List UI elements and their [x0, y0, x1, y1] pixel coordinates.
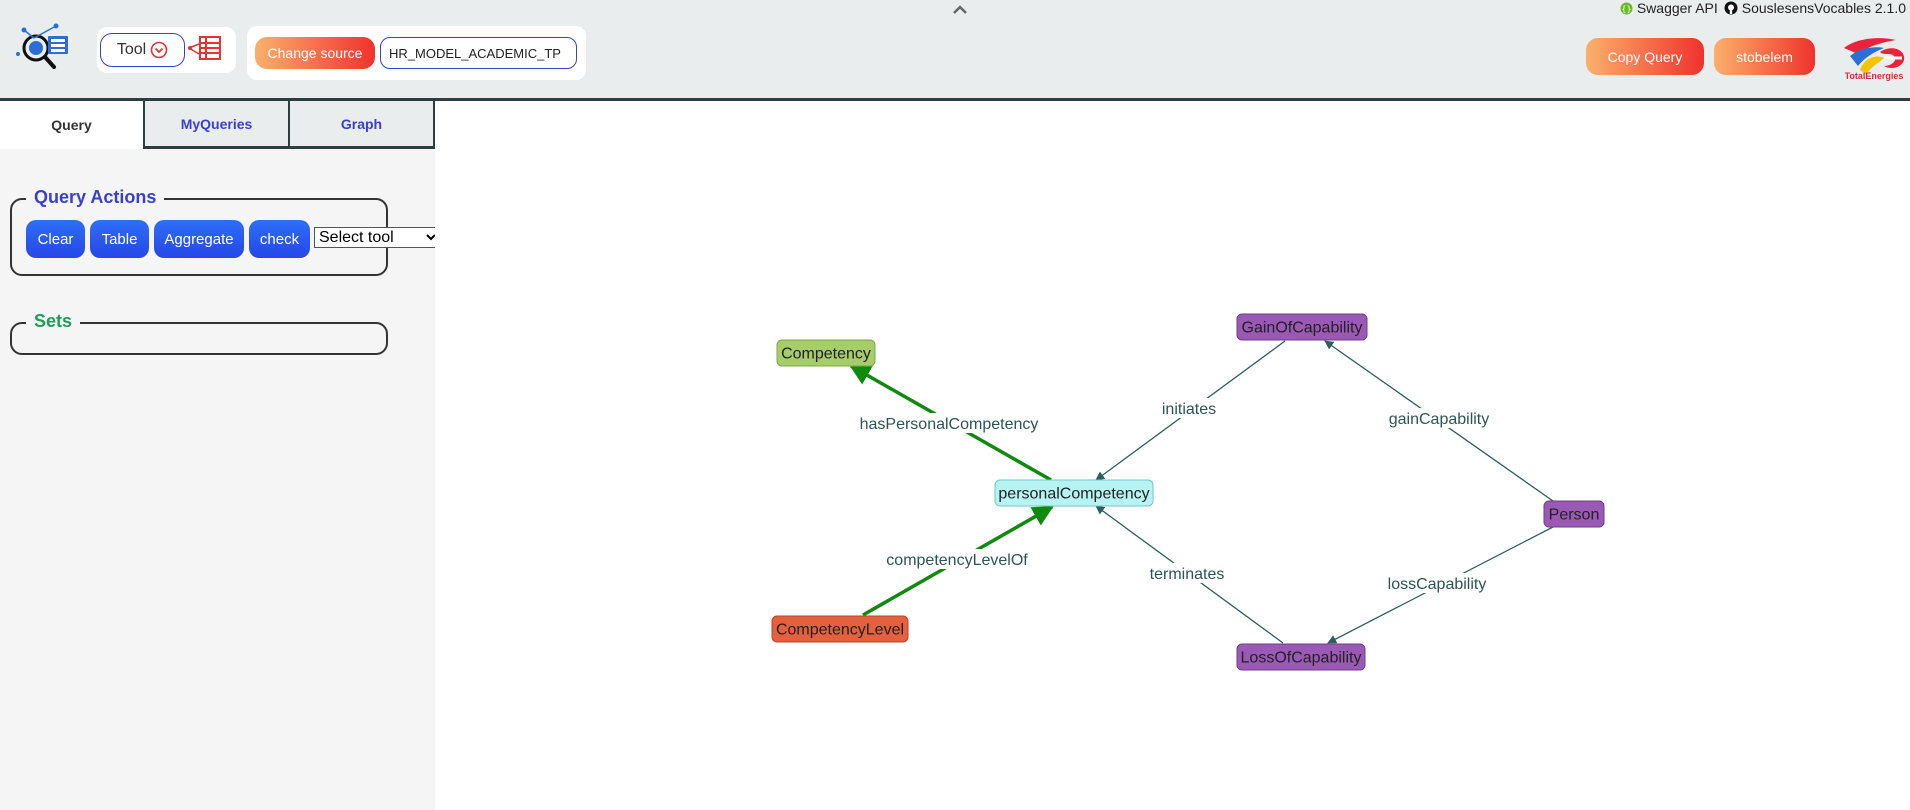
edge-label-background [1374, 573, 1500, 593]
clear-button[interactable]: Clear [26, 220, 85, 258]
query-graph[interactable]: hasPersonalCompetency competencyLevelOf in… [435, 101, 1910, 810]
top-links: {} Swagger API SouslesensVocables 2.1.0 [1620, 0, 1906, 16]
left-panel: Query MyQueries Graph Query Actions Clea… [0, 101, 440, 810]
user-button[interactable]: stobelem [1714, 38, 1815, 75]
node-lossOfCapability[interactable]: LossOfCapability [1236, 643, 1366, 671]
node-box[interactable] [771, 615, 909, 643]
node-label-person: Person [1549, 507, 1600, 524]
edge-label-terminates[interactable]: terminates [1150, 566, 1225, 583]
node-label-gainOfCapability: GainOfCapability [1242, 320, 1363, 337]
tool-dropdown-label: Tool [116, 41, 147, 58]
edge-label-hasPersonalCompetency[interactable]: hasPersonalCompetency [860, 416, 1039, 433]
tab-myqueries[interactable]: MyQueries [145, 101, 290, 149]
node-box[interactable] [994, 479, 1154, 507]
node-person[interactable]: Person [1543, 500, 1605, 528]
node-box[interactable] [1543, 500, 1605, 528]
sets-panel: Sets [10, 311, 388, 355]
chevron-up-icon[interactable] [952, 2, 968, 16]
edge-label-background [881, 549, 1033, 569]
github-icon [1724, 1, 1738, 15]
node-gainOfCapability[interactable]: GainOfCapability [1236, 313, 1368, 341]
edge-label-lossCapability[interactable]: lossCapability [1388, 576, 1487, 593]
brand-name: TotalEnergies [1844, 71, 1904, 81]
node-label-lossOfCapability: LossOfCapability [1241, 650, 1362, 667]
edge-label-gainCapability[interactable]: gainCapability [1389, 411, 1490, 428]
table-tool-icon[interactable] [187, 34, 223, 64]
svg-text:{}: {} [1621, 4, 1631, 13]
tool-dropdown-button[interactable]: Tool [100, 33, 185, 67]
tab-bar: Query MyQueries Graph [0, 101, 435, 149]
repo-link[interactable]: SouslesensVocables 2.1.0 [1724, 0, 1906, 16]
query-actions-title: Query Actions [26, 187, 165, 208]
aggregate-button[interactable]: Aggregate [154, 220, 244, 258]
edge-label-background [1376, 408, 1502, 428]
change-source-button[interactable]: Change source [255, 37, 375, 69]
tab-graph[interactable]: Graph [290, 101, 435, 149]
node-label-competency: Competency [781, 346, 871, 363]
edge-label-background [856, 413, 1042, 433]
totalenergies-logo [1844, 38, 1905, 74]
copy-query-button[interactable]: Copy Query [1586, 38, 1704, 75]
repo-link-label: SouslesensVocables 2.1.0 [1741, 0, 1906, 16]
sets-title: Sets [26, 311, 81, 332]
table-button[interactable]: Table [90, 220, 149, 258]
swagger-link[interactable]: {} Swagger API [1620, 0, 1718, 16]
query-graph-canvas[interactable]: hasPersonalCompetency competencyLevelOf in… [435, 101, 1910, 810]
app-header: {} Swagger API SouslesensVocables 2.1.0 [0, 0, 1910, 101]
node-label-personalCompetency: personalCompetency [998, 486, 1149, 503]
tab-query[interactable]: Query [0, 101, 145, 149]
node-competency[interactable]: Competency [776, 339, 876, 367]
check-button[interactable]: check [249, 220, 310, 258]
edge-label-competencyLevelOf[interactable]: competencyLevelOf [886, 552, 1028, 569]
select-tool-dropdown[interactable]: Select tool [314, 227, 440, 248]
swagger-icon: {} [1620, 2, 1633, 14]
source-box: Change source [247, 26, 586, 80]
edge-label-background [1148, 398, 1230, 418]
edge-label-initiates[interactable]: initiates [1162, 401, 1216, 418]
tool-selector-box: Tool [97, 27, 236, 73]
node-box[interactable] [1236, 313, 1368, 341]
edge-label-background [1142, 563, 1232, 583]
node-personalCompetency[interactable]: personalCompetency [994, 479, 1154, 507]
graph-nodes: Competency personalCompetencyCompetencyLe… [771, 313, 1605, 671]
node-label-competencyLevel: CompetencyLevel [776, 622, 904, 639]
node-box[interactable] [1236, 643, 1366, 671]
graph-edges: hasPersonalCompetency competencyLevelOf in… [849, 340, 1554, 644]
query-actions-panel: Query Actions Clear Table Aggregate chec… [10, 187, 440, 276]
app-logo[interactable] [14, 20, 70, 74]
chevron-down-circle-icon [150, 41, 168, 59]
node-box[interactable] [776, 339, 876, 367]
node-competencyLevel[interactable]: CompetencyLevel [771, 615, 909, 643]
source-input[interactable] [380, 37, 577, 69]
swagger-link-label: Swagger API [1636, 0, 1718, 16]
